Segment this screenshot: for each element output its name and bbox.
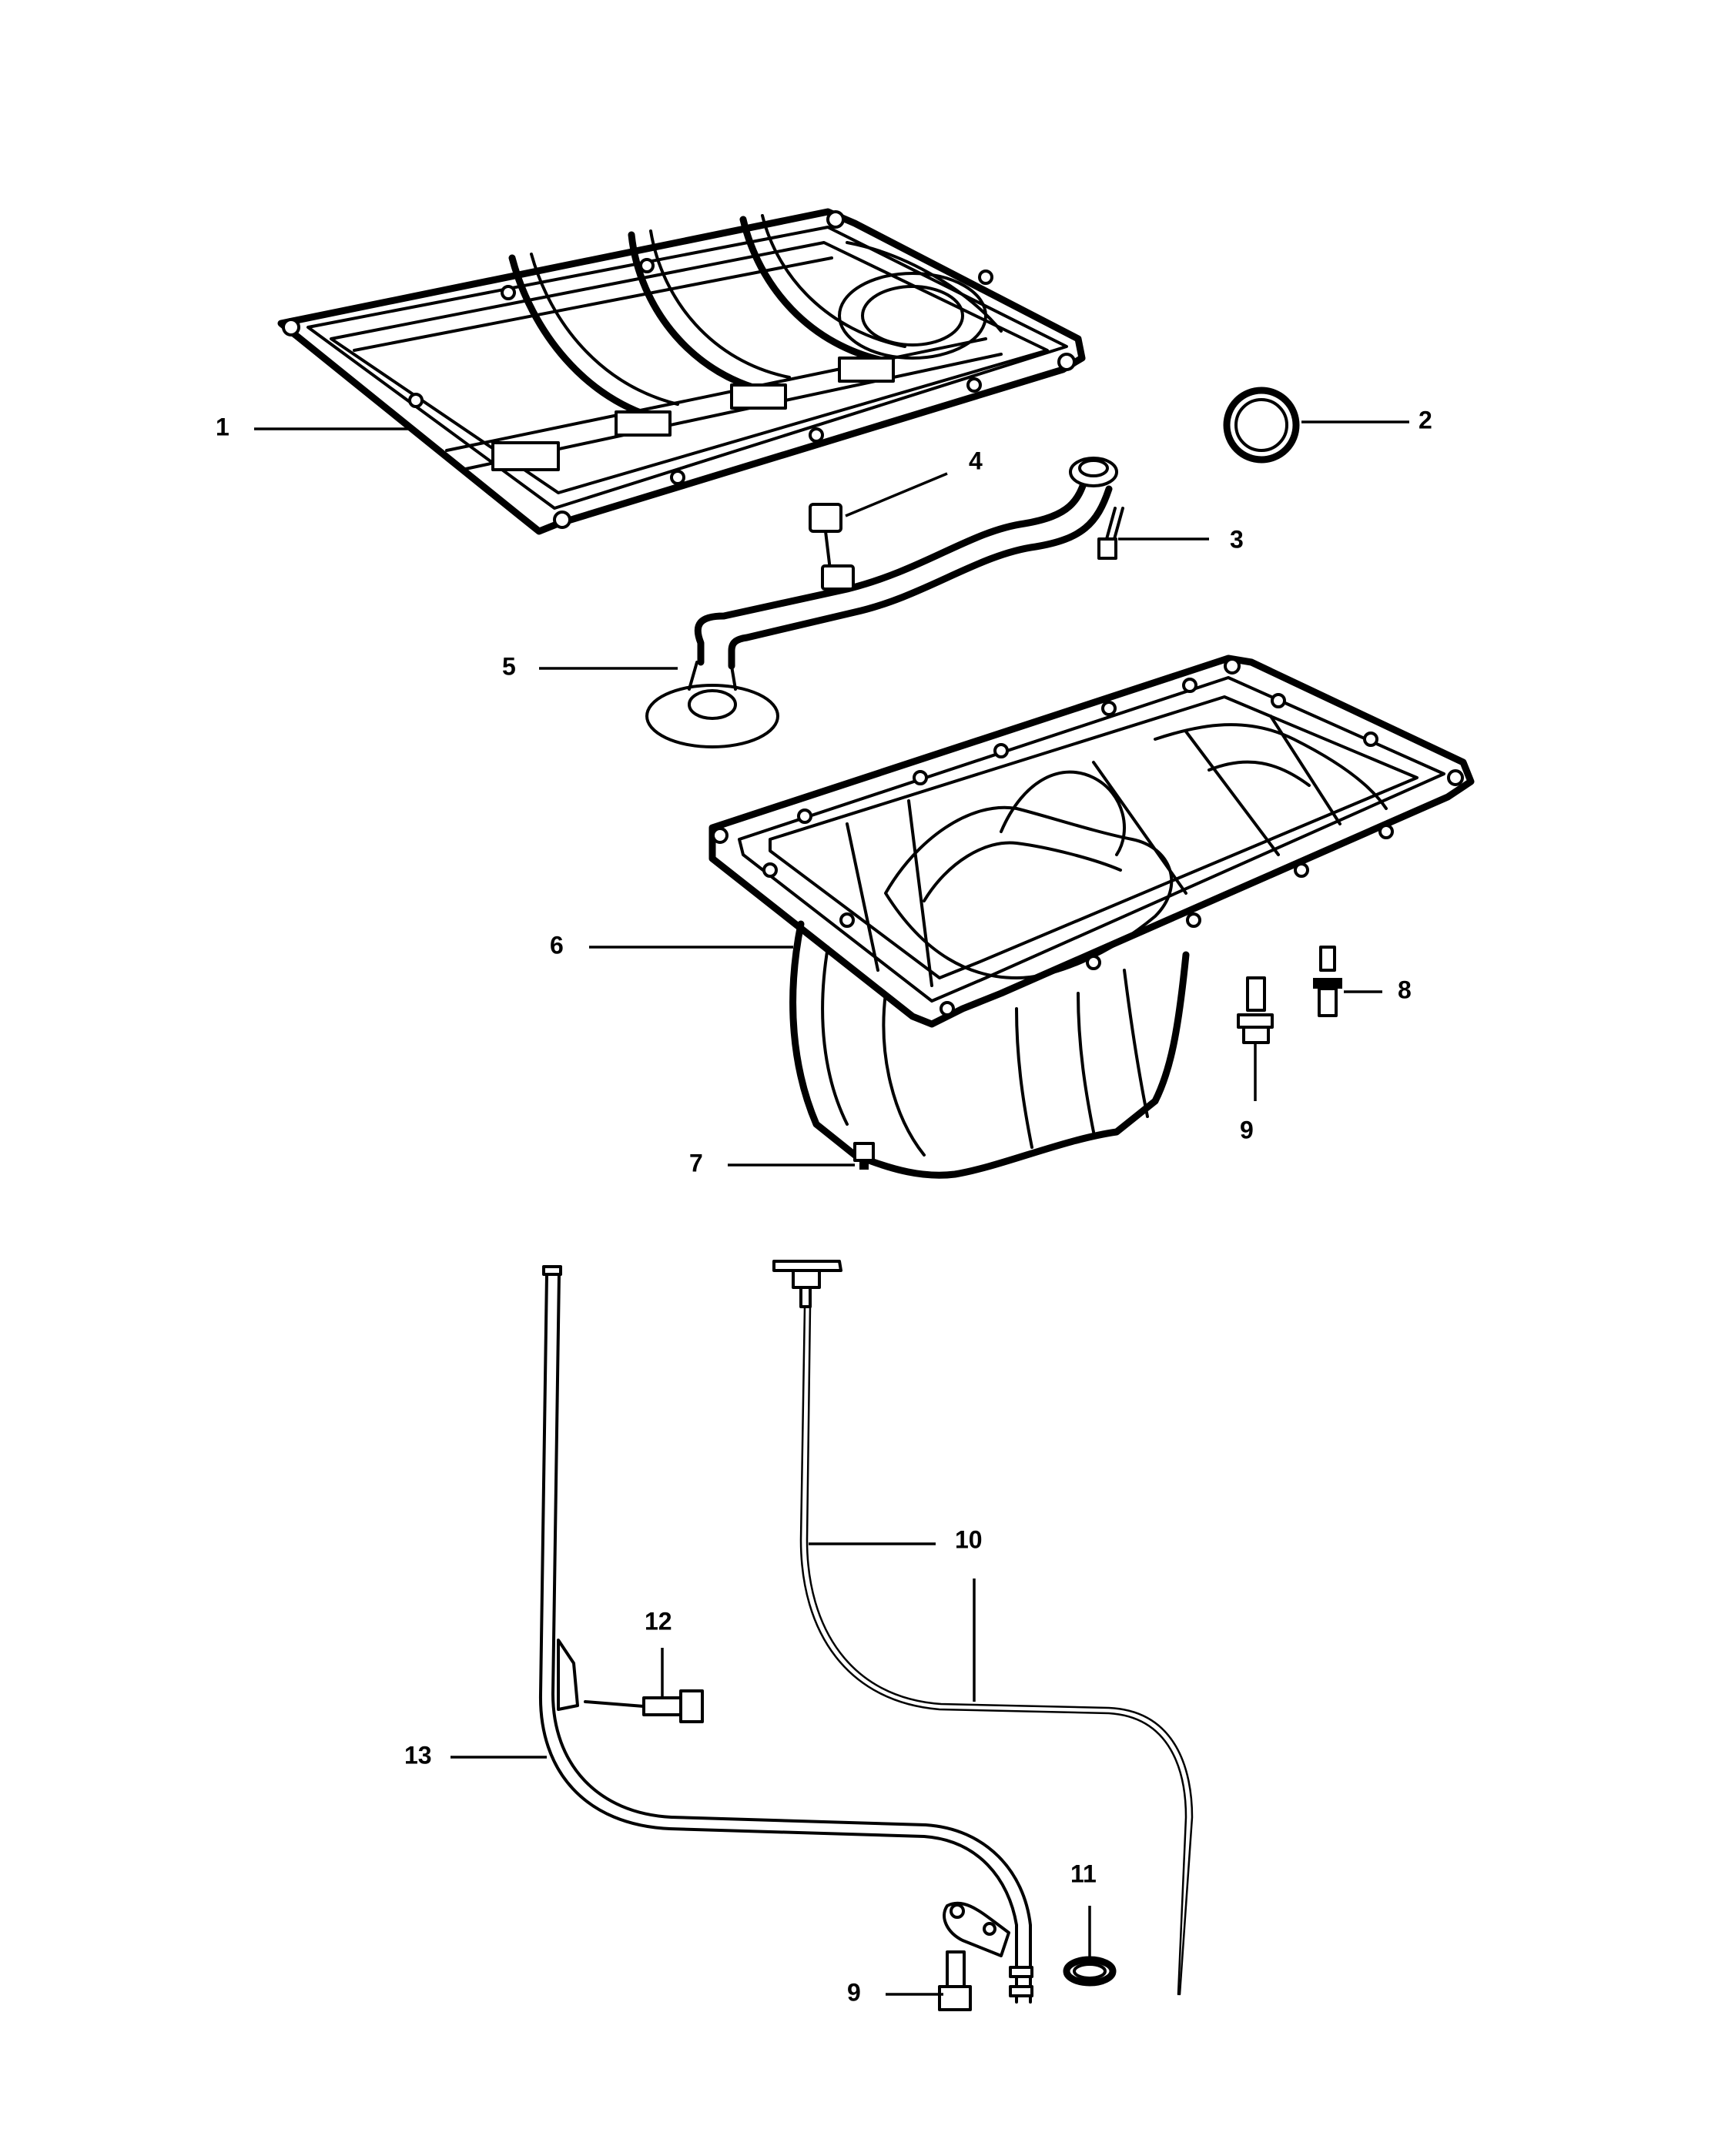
- callout-13: 13: [404, 1741, 432, 1769]
- oil-pan[interactable]: [708, 654, 1475, 1179]
- callout-1: 1: [216, 413, 229, 440]
- dipstick-tube-o-ring[interactable]: [1063, 1956, 1117, 1987]
- callout-4: 4: [969, 447, 983, 474]
- dipstick-tube[interactable]: [538, 1265, 1033, 2004]
- dipstick-tube-bolt-lower[interactable]: [938, 1950, 972, 2011]
- callout-10: 10: [955, 1525, 983, 1553]
- callout-11: 11: [1070, 1860, 1097, 1887]
- callout-5: 5: [502, 652, 516, 680]
- dipstick-tube-bolt-upper[interactable]: [584, 1689, 704, 1723]
- pickup-tube-flange-bolt[interactable]: [1097, 507, 1124, 560]
- drain-plug[interactable]: [853, 1142, 875, 1170]
- oil-dipstick[interactable]: [772, 1260, 1194, 1996]
- callout-8: 8: [1398, 976, 1412, 1003]
- oil-pan-stud[interactable]: [1313, 946, 1342, 1017]
- callout-12: 12: [645, 1607, 672, 1635]
- o-ring-seal[interactable]: [1223, 387, 1300, 464]
- callout-3: 3: [1230, 525, 1244, 553]
- windage-tray-gasket[interactable]: [277, 208, 1086, 535]
- callout-2: 2: [1419, 406, 1432, 434]
- callout-labels: 1 2 3 4 5 6 7 8 9 10 11 12 13 9: [216, 406, 1432, 2006]
- pickup-tube-bolt[interactable]: [809, 503, 842, 571]
- callout-9-upper: 9: [1240, 1116, 1254, 1143]
- callout-7: 7: [689, 1149, 703, 1177]
- oil-pickup-tube[interactable]: [645, 457, 1118, 748]
- oil-pan-bolt-upper[interactable]: [1237, 976, 1274, 1044]
- leader-lines: [254, 420, 1409, 1996]
- callout-6: 6: [550, 931, 564, 959]
- callout-9-lower: 9: [847, 1978, 861, 2006]
